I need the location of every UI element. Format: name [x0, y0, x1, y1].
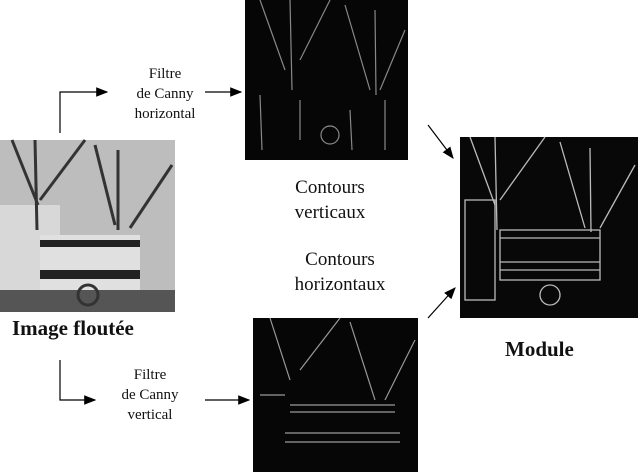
arrow-to-vertical-filter [59, 360, 97, 405]
horizontal-edges-image [253, 317, 418, 472]
filter-line: Filtre [148, 66, 182, 82]
gradient-module-image [460, 136, 638, 318]
arrow-top-to-module [427, 124, 454, 159]
horizontal-contours-label: Contours horizontaux [270, 247, 410, 297]
vertical-contours-label: Contours verticaux [265, 175, 395, 225]
caption-line: verticaux [294, 202, 366, 223]
filter-line: de Canny [121, 387, 179, 403]
filter-line: horizontal [134, 106, 196, 122]
module-label: Module [505, 337, 574, 361]
caption-line: Contours [305, 249, 375, 270]
vertical-edges-image [245, 0, 408, 160]
filter-line: Filtre [133, 367, 167, 383]
input-image-label: Image floutée [12, 316, 134, 340]
horizontal-filter-label: Filtre de Canny horizontal [110, 64, 220, 124]
caption-line: Contours [295, 177, 365, 198]
filter-line: vertical [127, 407, 173, 423]
arrow-bottom-to-module [427, 287, 456, 319]
filter-line: de Canny [136, 86, 194, 102]
caption-line: horizontaux [294, 274, 386, 295]
vertical-filter-label: Filtre de Canny vertical [95, 365, 205, 425]
arrow-to-horizontal-filter [59, 87, 109, 133]
blurred-boat-image [0, 139, 175, 312]
